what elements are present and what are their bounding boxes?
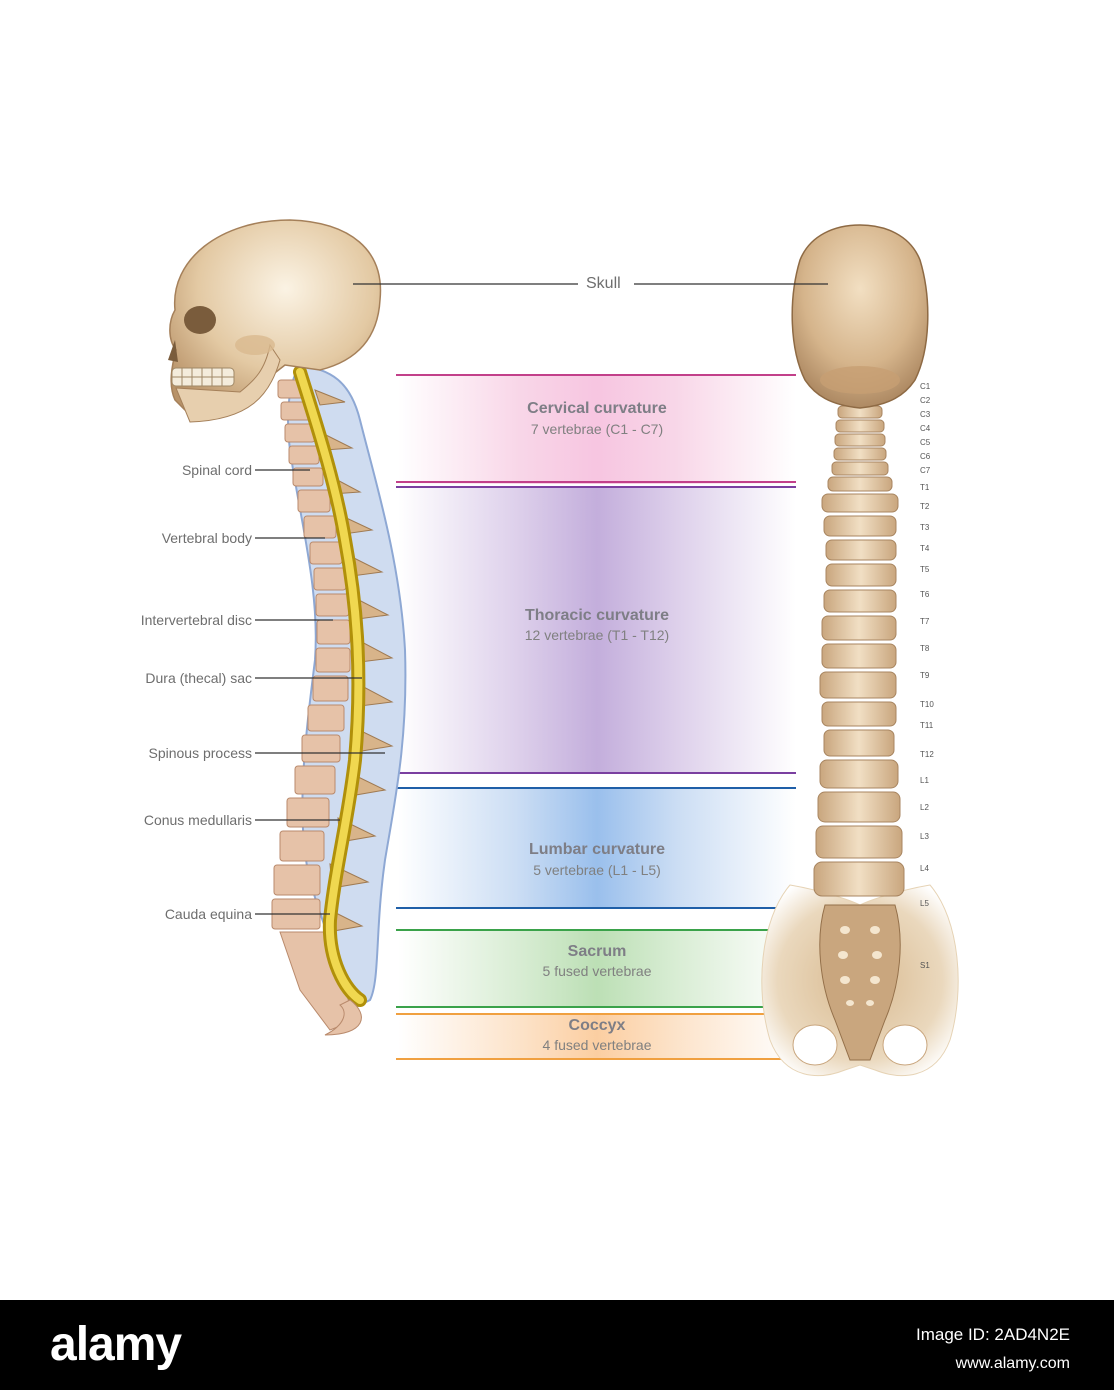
sacrum-band (398, 931, 796, 1007)
label-vertebral-body: Vertebral body (161, 530, 252, 546)
label-conus-medullaris: Conus medullaris (143, 812, 252, 828)
watermark-footer (0, 1300, 1114, 1390)
vertebra-label: T10 (920, 700, 934, 709)
image-id: Image ID: 2AD4N2E (915, 1325, 1070, 1344)
vertebra-label: L3 (920, 832, 929, 841)
vertebra-label: L4 (920, 864, 929, 873)
vertebra-label: C2 (920, 396, 931, 405)
vertebra-label: T3 (920, 523, 930, 532)
thoracic-bottom-line (396, 772, 796, 774)
vertebra-label: T8 (920, 644, 930, 653)
vertebra-label: C1 (920, 382, 931, 391)
vertebra-label: T4 (920, 544, 930, 553)
alamy-logo: alamy (50, 1318, 182, 1371)
coccyx-bottom-line (396, 1058, 796, 1060)
lumbar-band (398, 789, 796, 908)
sacrum-bottom-line (396, 1006, 796, 1008)
spine-anatomy-illustration (168, 219, 959, 1076)
cervical-subtitle: 7 vertebrae (C1 - C7) (530, 421, 664, 437)
thoracic-top-line (396, 486, 796, 488)
vertebra-label: C5 (920, 438, 931, 447)
cervical-title: Cervical curvature (527, 400, 667, 417)
vertebra-label: T5 (920, 565, 930, 574)
vertebra-label: T7 (920, 617, 930, 626)
sacrum-top-line (396, 929, 796, 931)
label-intervertebral-disc: Intervertebral disc (140, 612, 252, 628)
coccyx-title: Coccyx (568, 1017, 626, 1034)
thoracic-subtitle: 12 vertebrae (T1 - T12) (524, 627, 670, 643)
leader-lines (255, 283, 828, 915)
vertebra-label: L1 (920, 776, 929, 785)
lumbar-bottom-line (396, 907, 796, 909)
cervical-band (398, 376, 796, 484)
vertebra-label: L2 (920, 803, 929, 812)
thoracic-title: Thoracic curvature (524, 607, 670, 624)
lumbar-subtitle: 5 vertebrae (L1 - L5) (533, 862, 661, 878)
label-spinal-cord: Spinal cord (181, 462, 252, 478)
vertebra-label: C6 (920, 452, 931, 461)
label-cauda-equina: Cauda equina (164, 906, 252, 922)
vertebra-label: L5 (920, 899, 929, 908)
back-vertebrae (813, 391, 905, 897)
illustration-canvas: Cervical curvature 7 vertebrae (C1 - C7)… (140, 219, 959, 1076)
vertebra-label: S1 (920, 961, 930, 970)
vertebra-label: T6 (920, 590, 930, 599)
label-dura-sac: Dura (thecal) sac (145, 670, 252, 686)
cervical-bottom-line (396, 481, 796, 483)
label-spinous-process: Spinous process (148, 745, 252, 761)
vertebra-label: T11 (920, 721, 934, 730)
vertebra-label: T2 (920, 502, 930, 511)
thoracic-band (398, 488, 796, 773)
vertebra-label: T12 (920, 750, 934, 759)
vertebra-label: C4 (920, 424, 931, 433)
coccyx-band (398, 1015, 796, 1059)
vertebra-label: T9 (920, 671, 930, 680)
label-skull: Skull (586, 275, 621, 292)
sacrum-subtitle: 5 fused vertebrae (542, 963, 652, 979)
coccyx-top-line (396, 1013, 796, 1015)
vertebra-label: T1 (920, 483, 930, 492)
lumbar-title: Lumbar curvature (528, 841, 666, 858)
vertebra-label: C7 (920, 466, 931, 475)
coccyx-subtitle: 4 fused vertebrae (542, 1037, 652, 1053)
site-url: www.alamy.com (955, 1355, 1070, 1372)
vertebra-label: C3 (920, 410, 931, 419)
sacrum-title: Sacrum (567, 943, 627, 960)
cervical-top-line (396, 374, 796, 376)
lumbar-top-line (396, 787, 796, 789)
